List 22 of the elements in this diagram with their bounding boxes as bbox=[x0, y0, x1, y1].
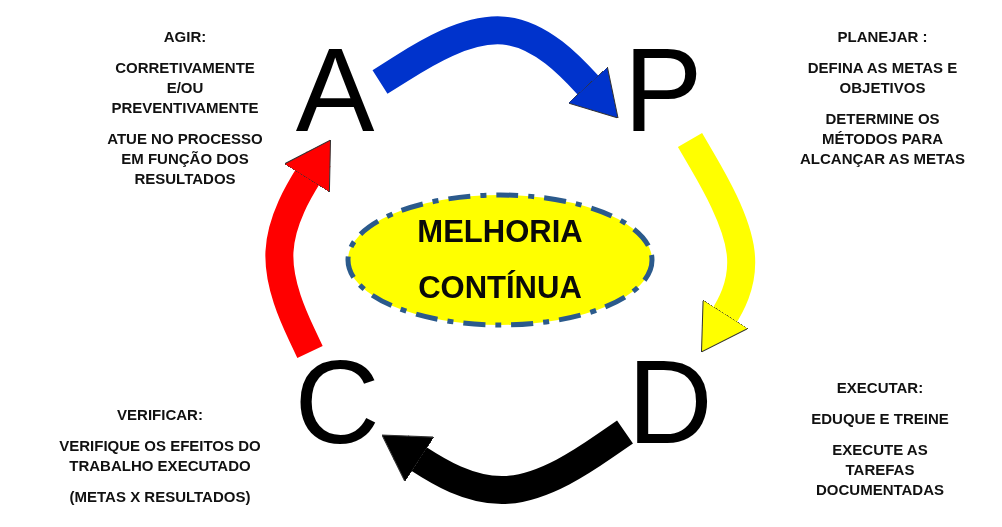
step-heading: PLANEJAR : bbox=[836, 27, 929, 47]
center-label: MELHORIA CONTÍNUA bbox=[416, 213, 584, 307]
step-heading: VERIFICAR: bbox=[116, 405, 204, 425]
step-description: ATUE NO PROCESSO EM FUNÇÃO DOS RESULTADOS bbox=[106, 129, 264, 189]
curved-arrow bbox=[381, 420, 633, 504]
letter-label: P bbox=[618, 40, 708, 140]
letter-label: A bbox=[290, 40, 380, 140]
step-description: (METAS X RESULTADOS) bbox=[68, 487, 252, 507]
curved-arrow bbox=[265, 139, 331, 358]
letter-label: D bbox=[625, 352, 715, 452]
step-heading: AGIR: bbox=[162, 27, 208, 47]
step-description: DETERMINE OS MÉTODOS PARA ALCANÇAR AS METAS bbox=[800, 109, 965, 169]
letter-label: C bbox=[292, 352, 382, 452]
step-description: CORRETIVAMENTE E/OU PREVENTIVAMENTE bbox=[110, 58, 260, 118]
step-description: EDUQUE E TREINE bbox=[810, 409, 950, 429]
step-description: VERIFIQUE OS EFEITOS DO TRABALHO EXECUTADO bbox=[58, 436, 262, 476]
step-description: DEFINA AS METAS E OBJETIVOS bbox=[806, 58, 959, 98]
step-description: EXECUTE AS TAREFAS DOCUMENTADAS bbox=[814, 440, 946, 500]
curved-arrow bbox=[677, 132, 756, 353]
step-heading: EXECUTAR: bbox=[835, 378, 925, 398]
ellipse bbox=[345, 192, 655, 328]
curved-arrow bbox=[372, 16, 619, 119]
